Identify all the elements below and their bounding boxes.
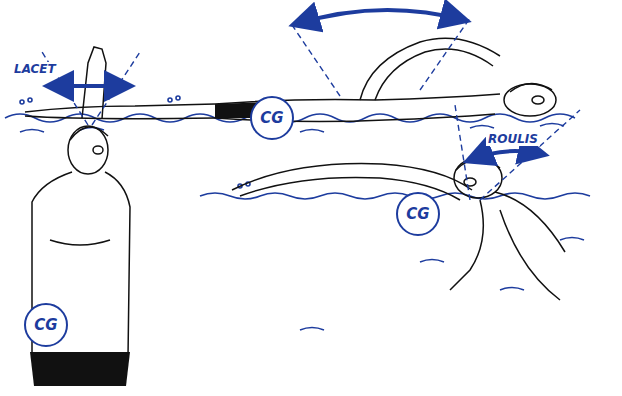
- node-text: CG: [406, 205, 429, 223]
- center-of-gravity-circle: CG: [250, 96, 294, 140]
- node-text: CG: [260, 109, 283, 127]
- motion-label: ROULIS: [486, 132, 540, 146]
- center-of-gravity-circle: CG: [24, 303, 68, 347]
- center-of-gravity-circle: CG: [396, 192, 440, 236]
- motion-label: LACET: [12, 62, 58, 76]
- node-text: CG: [34, 316, 57, 334]
